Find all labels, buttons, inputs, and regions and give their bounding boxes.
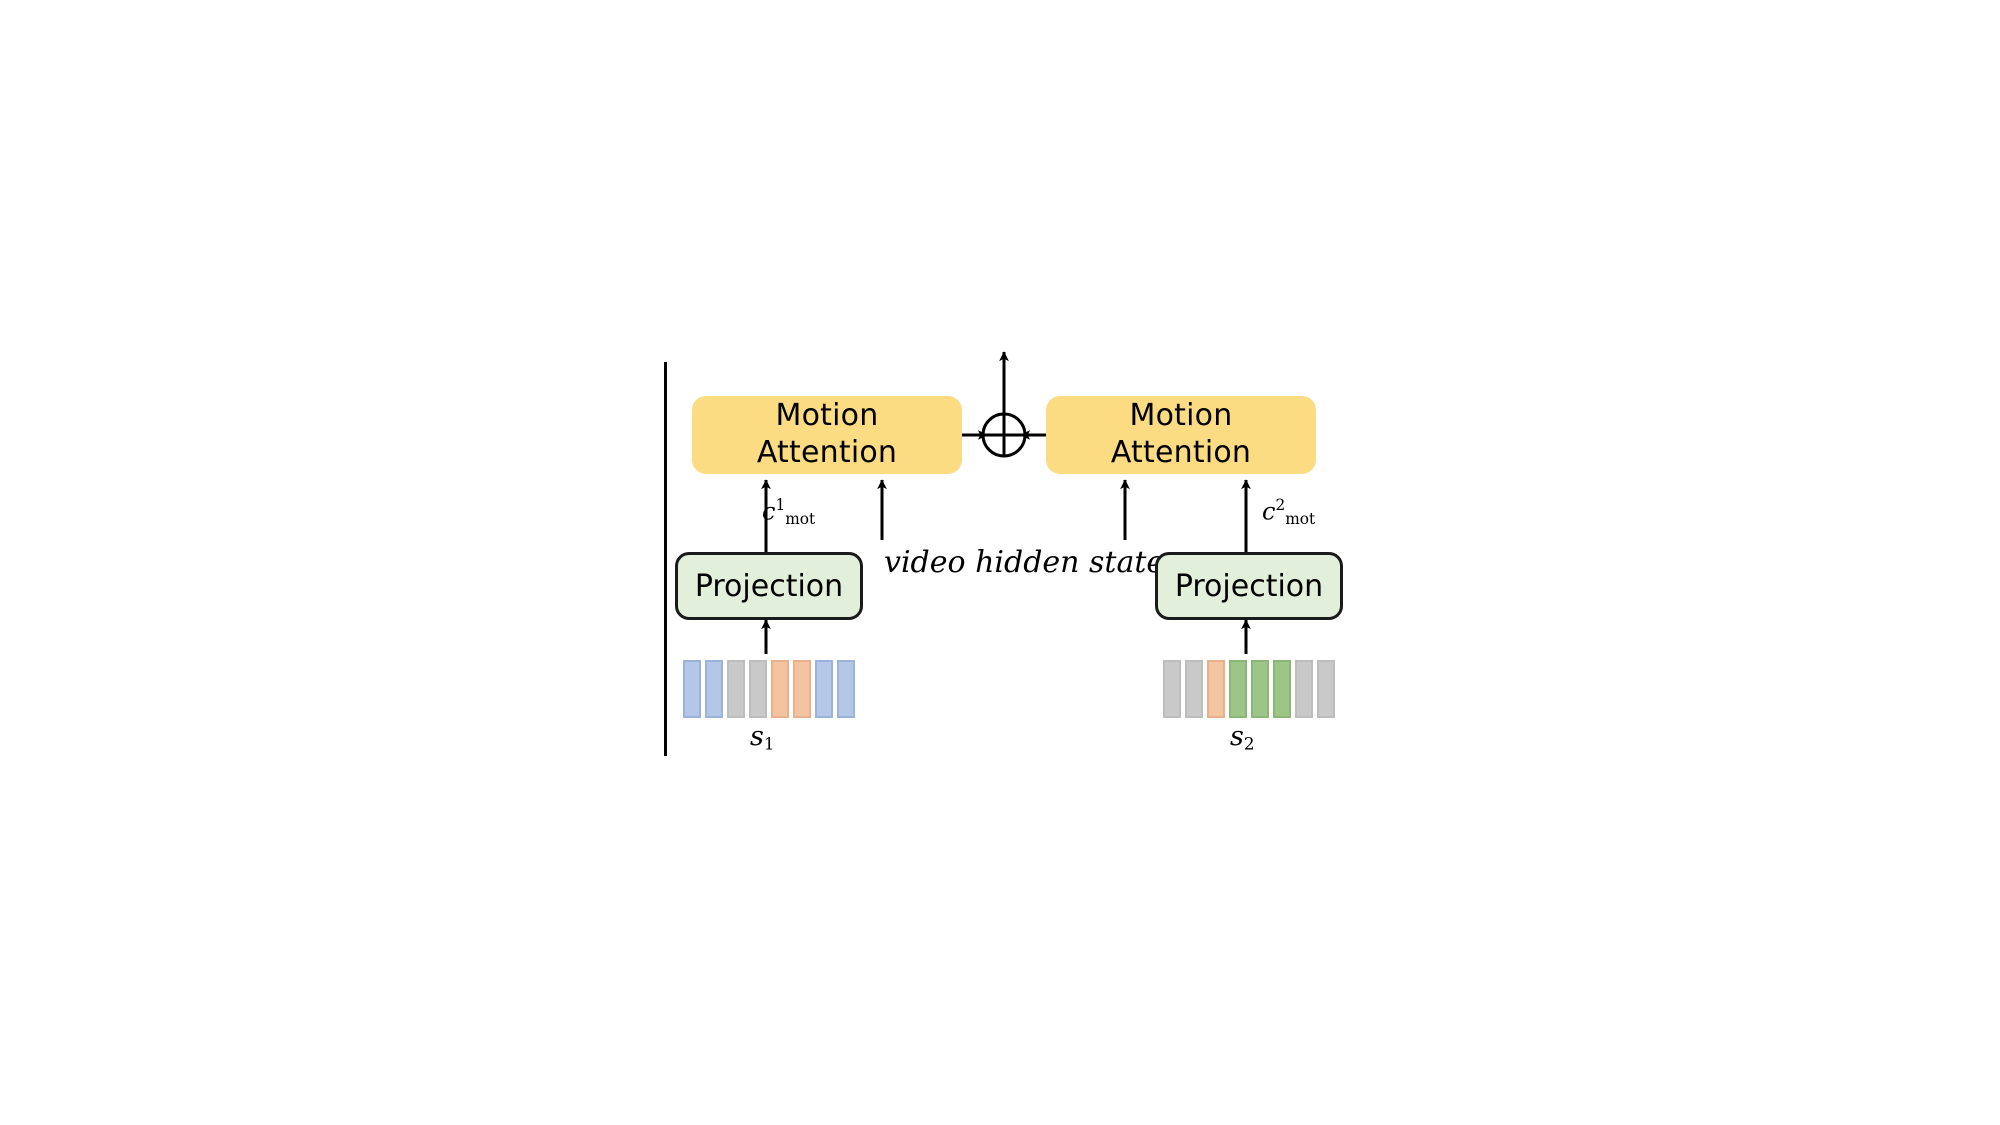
video-hidden-state-label: video hidden state (884, 545, 1164, 580)
motion-attention-box-2-line2: Attention (1110, 435, 1252, 470)
projection-box-1[interactable]: Projection (675, 552, 863, 620)
motion-context-label-1-sup: 1 (775, 496, 786, 514)
token (1185, 660, 1203, 718)
projection-box-2[interactable]: Projection (1155, 552, 1343, 620)
video-hidden-state-text: video hidden state (884, 545, 1165, 580)
token-strip-2 (1163, 660, 1335, 718)
motion-context-label-2: c2mot (1262, 496, 1316, 529)
motion-attention-box-1[interactable]: Motion Attention (692, 396, 962, 474)
token (749, 660, 767, 718)
token-strip-1 (683, 660, 855, 718)
token (683, 660, 701, 718)
strip-label-2-base: s (1230, 721, 1244, 752)
token (815, 660, 833, 718)
token (1229, 660, 1247, 718)
token (1295, 660, 1313, 718)
token (1163, 660, 1181, 718)
token (727, 660, 745, 718)
token (771, 660, 789, 718)
circled-plus-icon (981, 412, 1027, 458)
motion-context-label-2-base: c (1262, 497, 1276, 526)
motion-context-label-1-sub: mot (785, 510, 816, 529)
token (1317, 660, 1335, 718)
motion-context-label-2-sup: 2 (1275, 496, 1286, 514)
strip-label-2-sub: 2 (1243, 733, 1255, 754)
motion-attention-box-2[interactable]: Motion Attention (1046, 396, 1316, 474)
projection-box-1-label: Projection (694, 568, 844, 604)
token (1273, 660, 1291, 718)
token (1207, 660, 1225, 718)
motion-attention-box-1-line2: Attention (756, 435, 898, 470)
motion-attention-box-2-line1: Motion (1129, 398, 1233, 434)
left-vertical-rule (664, 362, 667, 756)
token (705, 660, 723, 718)
strip-label-1-sub: 1 (763, 733, 775, 754)
motion-context-label-1: c1mot (762, 496, 816, 529)
token (837, 660, 855, 718)
token (1251, 660, 1269, 718)
token (793, 660, 811, 718)
motion-attention-box-1-line1: Motion (775, 398, 879, 434)
motion-context-label-2-sub: mot (1285, 510, 1316, 529)
motion-context-label-1-base: c (762, 497, 776, 526)
strip-label-1-base: s (750, 721, 764, 752)
strip-label-1: s1 (750, 721, 775, 754)
strip-label-2: s2 (1230, 721, 1255, 754)
projection-box-2-label: Projection (1174, 568, 1324, 604)
